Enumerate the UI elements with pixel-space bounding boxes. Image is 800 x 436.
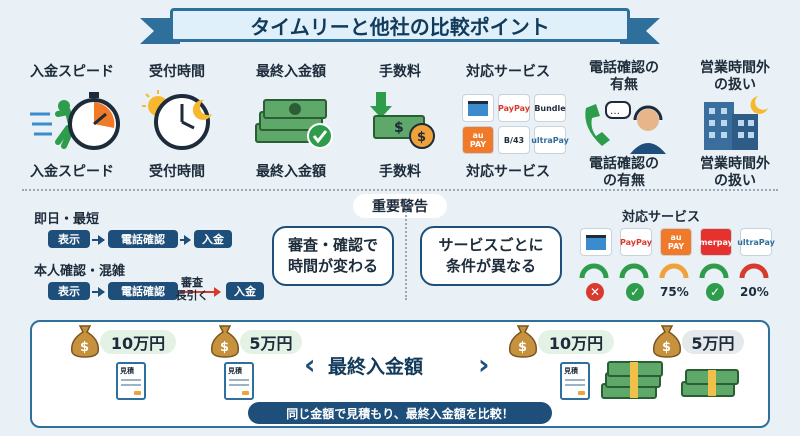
building-night-icon: [704, 96, 768, 150]
flow-heading-same-day: 即日・最短: [34, 212, 100, 227]
money-bag-icon: $: [652, 325, 682, 358]
stopwatch-icon: [30, 92, 120, 150]
label-final-bottom: 最終入金額: [256, 164, 326, 180]
result-percent: 75%: [660, 285, 689, 299]
quote-doc-icon: 見積: [224, 362, 254, 400]
paypay-logo: PayPay: [620, 228, 652, 256]
amount-badge: 5万円: [240, 330, 302, 354]
svg-text:…: …: [610, 106, 620, 117]
quote-doc-icon: 見積: [116, 362, 146, 400]
flow-step-phone: 電話確認: [108, 230, 178, 248]
aupay-logo: au PAY: [660, 228, 692, 256]
paypay-logo: PayPay: [498, 94, 530, 122]
card-logo: [580, 228, 612, 256]
result-no-icon: ✕: [586, 283, 604, 301]
ultrapay-logo: ultraPay: [531, 126, 569, 154]
flow-arrow-delay: [180, 287, 221, 297]
label-final-top: 最終入金額: [256, 64, 326, 80]
quote-doc-icon: 見積: [560, 362, 590, 400]
flow-step-deposit: 入金: [194, 230, 232, 248]
svg-text:$: $: [662, 340, 671, 355]
label-phone-bottom: 電話確認の の有無: [589, 156, 659, 189]
ultrapay-logo: ultraPay: [737, 228, 775, 256]
money-bag-icon: $: [70, 325, 100, 358]
svg-text:$: $: [220, 340, 229, 355]
label-hours-bottom: 受付時間: [149, 164, 205, 180]
label-speed-bottom: 入金スピード: [30, 164, 114, 180]
money-stack-icon: [681, 369, 739, 397]
vertical-divider: [405, 200, 407, 300]
services-heading: 対応サービス: [622, 210, 701, 225]
merpay-logo: merpay: [699, 228, 733, 256]
label-offhours-top: 営業時間外 の扱い: [700, 60, 770, 93]
fee-icon: $ $: [370, 92, 435, 149]
money-stack-icon: [601, 361, 663, 399]
label-offhours-bottom: 営業時間外 の扱い: [700, 156, 770, 189]
svg-text:$: $: [417, 130, 426, 145]
aupay-logo: au PAY: [462, 126, 494, 154]
svg-text:$: $: [394, 120, 404, 136]
chevron-right-icon: ›: [478, 348, 490, 381]
amount-badge: 10万円: [538, 330, 614, 354]
label-fee-top: 手数料: [379, 64, 421, 80]
flow-arrow: [92, 287, 105, 297]
label-services-bottom: 対応サービス: [466, 164, 550, 180]
result-yes-icon: ✓: [626, 283, 644, 301]
b43-logo: B/43: [498, 126, 530, 154]
card-logo: [462, 94, 494, 122]
bubble-line: サービスごとに: [438, 236, 544, 254]
warning-badge: 重要警告: [353, 194, 447, 218]
doc-label: 見積: [228, 367, 242, 375]
gauge-row: [579, 263, 769, 279]
flow-arrow: [180, 235, 191, 245]
doc-label: 見積: [564, 367, 578, 375]
section-divider: [22, 189, 778, 191]
flow-step-display: 表示: [48, 282, 90, 300]
page-title: タイムリーと他社の比較ポイント: [170, 8, 630, 42]
label-services-top: 対応サービス: [466, 64, 550, 80]
label-phone-top: 電話確認の 有無: [589, 60, 659, 93]
caption-banner: 同じ金額で見積もり、最終入金額を比較！: [248, 402, 552, 424]
amount-badge: 10万円: [100, 330, 176, 354]
doc-label: 見積: [120, 367, 134, 375]
label-speed-top: 入金スピード: [30, 64, 114, 80]
svg-text:$: $: [80, 340, 89, 355]
phone-operator-icon: …: [585, 101, 666, 154]
flow-step-delay: 審査 長引く: [175, 276, 209, 302]
amount-badge: 5万円: [682, 330, 744, 354]
money-bag-icon: $: [508, 325, 538, 358]
bubble-line: 時間が変わる: [287, 257, 378, 275]
money-bag-icon: $: [210, 325, 240, 358]
final-amount-label: 最終入金額: [328, 356, 424, 378]
flow-step-deposit: 入金: [226, 282, 264, 300]
flow-heading-identity: 本人確認・混雑: [34, 264, 126, 279]
result-yes-icon: ✓: [706, 283, 724, 301]
flow-step-display: 表示: [48, 230, 90, 248]
label-fee-bottom: 手数料: [379, 164, 421, 180]
label-hours-top: 受付時間: [149, 64, 205, 80]
money-stack-icon: [255, 99, 333, 149]
bubble-line: 条件が異なる: [445, 257, 536, 275]
flow-step-phone: 電話確認: [108, 282, 178, 300]
bubble-review-time: 審査・確認で 時間が変わる: [272, 226, 394, 286]
result-percent: 20%: [740, 285, 769, 299]
bubble-conditions: サービスごとに 条件が異なる: [420, 226, 562, 286]
bubble-line: 審査・確認で: [287, 236, 378, 254]
svg-text:$: $: [518, 340, 527, 355]
flow-arrow: [92, 235, 105, 245]
clock-icon: [142, 90, 212, 150]
bundle-logo: Bundle: [534, 94, 566, 122]
chevron-left-icon: ‹: [304, 348, 316, 381]
